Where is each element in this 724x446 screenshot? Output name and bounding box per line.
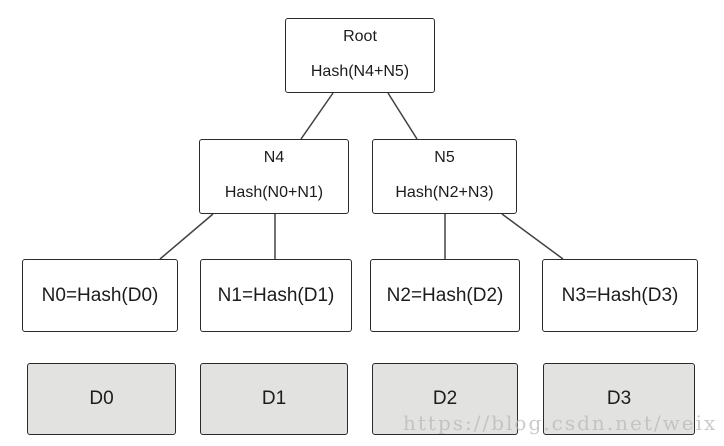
node-root: Root Hash(N4+N5): [285, 18, 435, 93]
node-root-title: Root: [343, 28, 377, 45]
node-n4-hash: Hash(N0+N1): [224, 184, 324, 201]
node-n2: N2=Hash(D2): [370, 259, 520, 332]
node-root-hash: Hash(N4+N5): [310, 63, 410, 80]
node-n3: N3=Hash(D3): [542, 259, 698, 332]
connector-n4-n0: [159, 213, 214, 260]
data-block-d3: D3: [543, 363, 695, 435]
data-block-d1: D1: [200, 363, 348, 435]
node-n4: N4 Hash(N0+N1): [199, 139, 349, 214]
connector-n5-n3: [501, 213, 564, 260]
node-n0-label: N0=Hash(D0): [41, 284, 159, 306]
data-block-d1-label: D1: [261, 388, 287, 409]
data-block-d2: D2: [372, 363, 518, 435]
node-n1: N1=Hash(D1): [200, 259, 352, 332]
data-block-d0: D0: [27, 363, 176, 435]
data-block-d3-label: D3: [606, 388, 632, 409]
node-n3-label: N3=Hash(D3): [561, 284, 679, 306]
data-block-d2-label: D2: [432, 388, 458, 409]
data-block-d0-label: D0: [89, 388, 114, 409]
node-n1-label: N1=Hash(D1): [217, 284, 335, 306]
connector-root-n5: [387, 92, 418, 140]
node-n2-label: N2=Hash(D2): [386, 284, 504, 306]
node-n5-title: N5: [434, 149, 455, 166]
node-n4-title: N4: [263, 149, 285, 166]
node-n0: N0=Hash(D0): [22, 259, 178, 332]
node-n5: N5 Hash(N2+N3): [372, 139, 517, 214]
connector-root-n4: [300, 92, 334, 140]
node-n5-hash: Hash(N2+N3): [395, 184, 494, 201]
